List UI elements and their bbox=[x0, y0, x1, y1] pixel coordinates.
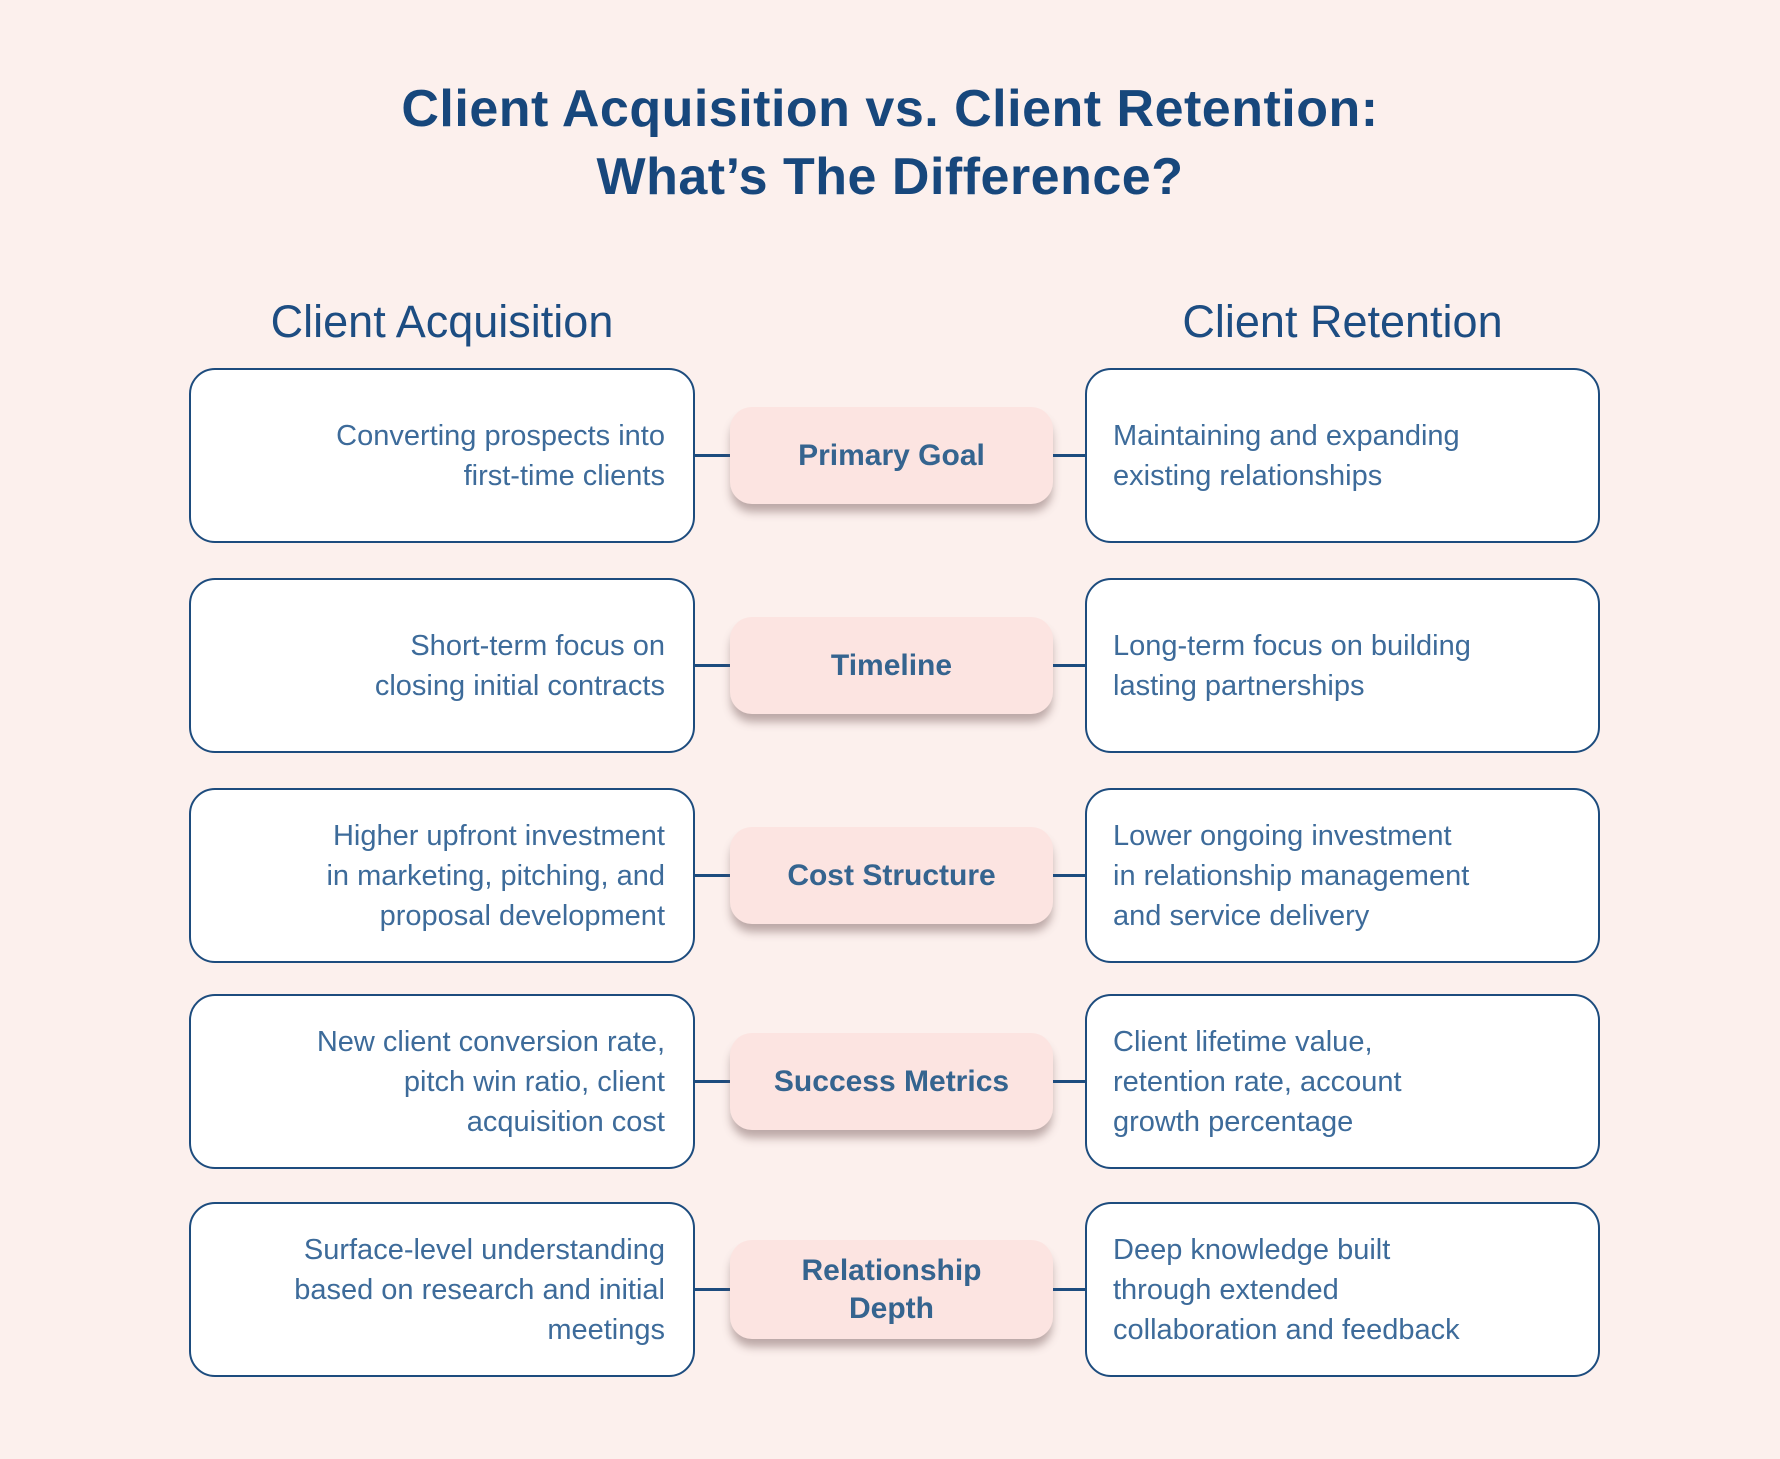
connector-line bbox=[1053, 1288, 1085, 1291]
acquisition-box: Converting prospects into first-time cli… bbox=[189, 368, 695, 543]
category-pill: Success Metrics bbox=[730, 1033, 1053, 1130]
connector-line bbox=[1053, 1080, 1085, 1083]
comparison-row: New client conversion rate, pitch win ra… bbox=[189, 994, 1600, 1169]
category-pill: Timeline bbox=[730, 617, 1053, 714]
retention-box: Maintaining and expanding existing relat… bbox=[1085, 368, 1600, 543]
retention-box: Long-term focus on building lasting part… bbox=[1085, 578, 1600, 753]
connector-line bbox=[695, 1080, 730, 1083]
column-header-retention: Client Retention bbox=[1182, 296, 1503, 347]
acquisition-box: Short-term focus on closing initial cont… bbox=[189, 578, 695, 753]
connector-line bbox=[1053, 874, 1085, 877]
connector-line bbox=[695, 874, 730, 877]
page-title: Client Acquisition vs. Client Retention:… bbox=[401, 80, 1379, 206]
comparison-row: Short-term focus on closing initial cont… bbox=[189, 578, 1600, 753]
column-header-acquisition: Client Acquisition bbox=[270, 296, 614, 347]
acquisition-box: Higher upfront investment in marketing, … bbox=[189, 788, 695, 963]
connector-line bbox=[695, 454, 730, 457]
connector-line bbox=[695, 664, 730, 667]
connector-line bbox=[695, 1288, 730, 1291]
retention-box: Deep knowledge built through extended co… bbox=[1085, 1202, 1600, 1377]
retention-box: Lower ongoing investment in relationship… bbox=[1085, 788, 1600, 963]
comparison-row: Converting prospects into first-time cli… bbox=[189, 368, 1600, 543]
connector-line bbox=[1053, 454, 1085, 457]
acquisition-box: Surface-level understanding based on res… bbox=[189, 1202, 695, 1377]
category-pill: Cost Structure bbox=[730, 827, 1053, 924]
connector-line bbox=[1053, 664, 1085, 667]
comparison-row: Higher upfront investment in marketing, … bbox=[189, 788, 1600, 963]
retention-box: Client lifetime value, retention rate, a… bbox=[1085, 994, 1600, 1169]
category-pill: Relationship Depth bbox=[730, 1240, 1053, 1339]
comparison-row: Surface-level understanding based on res… bbox=[189, 1202, 1600, 1377]
category-pill: Primary Goal bbox=[730, 407, 1053, 504]
acquisition-box: New client conversion rate, pitch win ra… bbox=[189, 994, 695, 1169]
